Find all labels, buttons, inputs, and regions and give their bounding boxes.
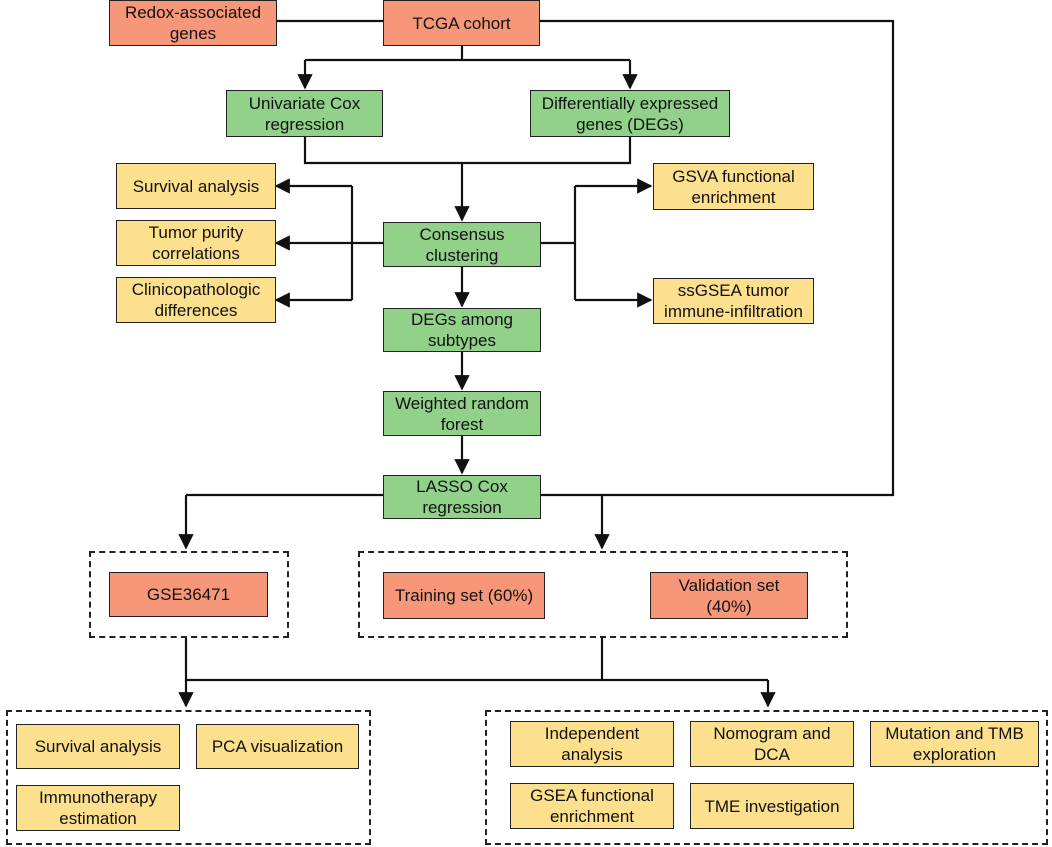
mutation-tmb-box[interactable]: Mutation and TMB exploration — [870, 721, 1039, 767]
lasso-cox-box[interactable]: LASSO Cox regression — [383, 475, 541, 519]
consensus-clustering-box[interactable]: Consensus clustering — [383, 222, 541, 267]
tcga-split-group — [358, 551, 848, 638]
survival-analysis-bottom-box[interactable]: Survival analysis — [16, 724, 180, 769]
connector-merge — [303, 137, 632, 165]
immunotherapy-box[interactable]: Immunotherapy estimation — [16, 785, 180, 831]
weighted-random-forest-box[interactable]: Weighted random forest — [383, 391, 541, 436]
validation-cohort-group — [89, 551, 289, 638]
gse36471-box[interactable]: GSE36471 — [109, 572, 268, 617]
clinicopathologic-box[interactable]: Clinicopathologic differences — [116, 277, 276, 323]
tumor-purity-box[interactable]: Tumor purity correlations — [116, 220, 276, 266]
external-analyses-group — [6, 710, 371, 845]
tcga-analyses-group — [485, 710, 1048, 845]
pca-visualization-box[interactable]: PCA visualization — [196, 724, 359, 769]
tme-investigation-box[interactable]: TME investigation — [690, 783, 854, 829]
validation-set-box[interactable]: Validation set (40%) — [650, 572, 808, 619]
connector-tcga-to-lasso — [540, 19, 895, 497]
training-set-box[interactable]: Training set (60%) — [383, 572, 545, 619]
redox-genes-box[interactable]: Redox-associated genes — [109, 0, 277, 46]
gsva-box[interactable]: GSVA functional enrichment — [653, 163, 814, 210]
survival-analysis-top-box[interactable]: Survival analysis — [116, 163, 276, 209]
ssgsea-box[interactable]: ssGSEA tumor immune-infiltration — [653, 278, 814, 324]
univariate-cox-box[interactable]: Univariate Cox regression — [226, 90, 383, 137]
connector-bottom-join — [184, 638, 768, 682]
gsea-box[interactable]: GSEA functional enrichment — [510, 783, 674, 829]
tcga-cohort-box[interactable]: TCGA cohort — [383, 0, 540, 46]
degs-box[interactable]: Differentially expressed genes (DEGs) — [530, 90, 730, 137]
nomogram-dca-box[interactable]: Nomogram and DCA — [690, 721, 854, 767]
degs-subtypes-box[interactable]: DEGs among subtypes — [383, 308, 541, 352]
independent-analysis-box[interactable]: Independent analysis — [510, 721, 674, 767]
